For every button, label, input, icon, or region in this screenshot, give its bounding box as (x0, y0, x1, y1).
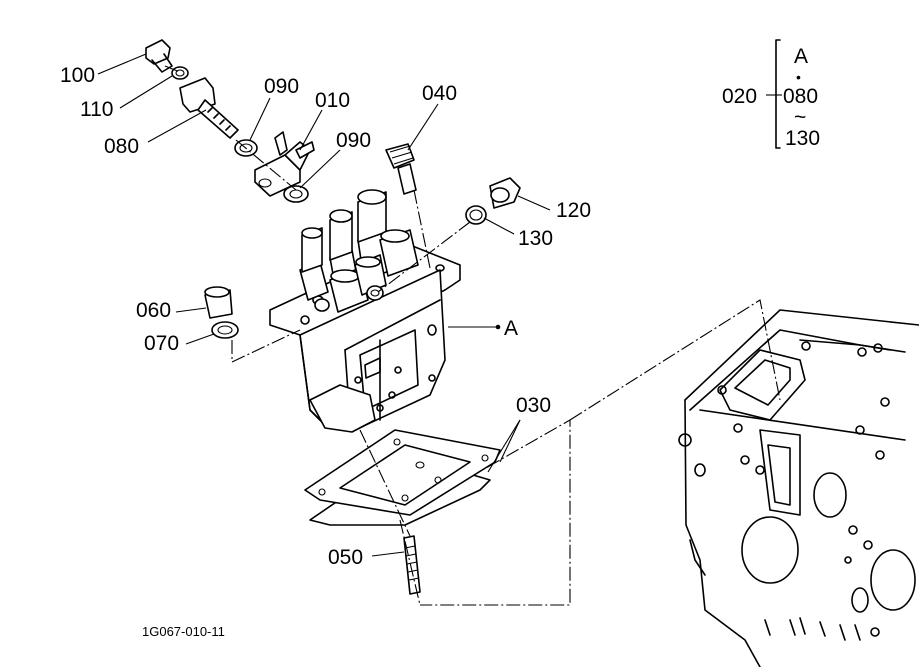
part-030-gaskets (304, 429, 501, 526)
part-070-o-ring (211, 321, 239, 339)
legend-tilde: ~ (794, 106, 806, 129)
part-130-gasket (465, 205, 487, 225)
legend-from: 080 (783, 85, 818, 108)
callout-a: A (504, 317, 518, 340)
engine-block (678, 309, 919, 667)
callout-100: 100 (60, 64, 95, 87)
part-080-hollow-bolt (179, 77, 239, 139)
legend-parent: 020 (722, 85, 757, 108)
callout-labels: 100 110 080 090 010 090 040 120 130 060 … (60, 45, 820, 639)
part-040-screw (385, 143, 417, 195)
part-100-banjo-bolt (145, 39, 173, 73)
callout-130: 130 (518, 227, 553, 250)
callout-010: 010 (315, 89, 350, 112)
group-legend (766, 39, 782, 149)
callout-030: 030 (516, 394, 551, 417)
part-050-stud (403, 535, 421, 595)
callout-090-lower: 090 (336, 129, 371, 152)
mount-leader-line (420, 299, 781, 606)
callout-050: 050 (328, 546, 363, 569)
injection-pump (269, 189, 461, 433)
diagram-code: 1G067-010-11 (142, 624, 225, 639)
callout-110: 110 (80, 98, 113, 121)
part-060-cap (204, 286, 233, 319)
delivery-valve-holders (299, 189, 419, 313)
part-110-washer (171, 66, 189, 80)
callout-060: 060 (136, 299, 171, 322)
legend-dot: • (796, 69, 801, 85)
leader-lines (97, 53, 551, 606)
part-120-plug (489, 177, 521, 209)
callout-090-upper: 090 (264, 75, 299, 98)
part-090-gasket-lower (283, 185, 309, 203)
legend-top: A (794, 45, 808, 68)
callout-120: 120 (556, 199, 591, 222)
callout-040: 040 (422, 82, 457, 105)
callout-080: 080 (104, 135, 139, 158)
legend-to: 130 (785, 127, 820, 150)
callout-070: 070 (144, 332, 179, 355)
